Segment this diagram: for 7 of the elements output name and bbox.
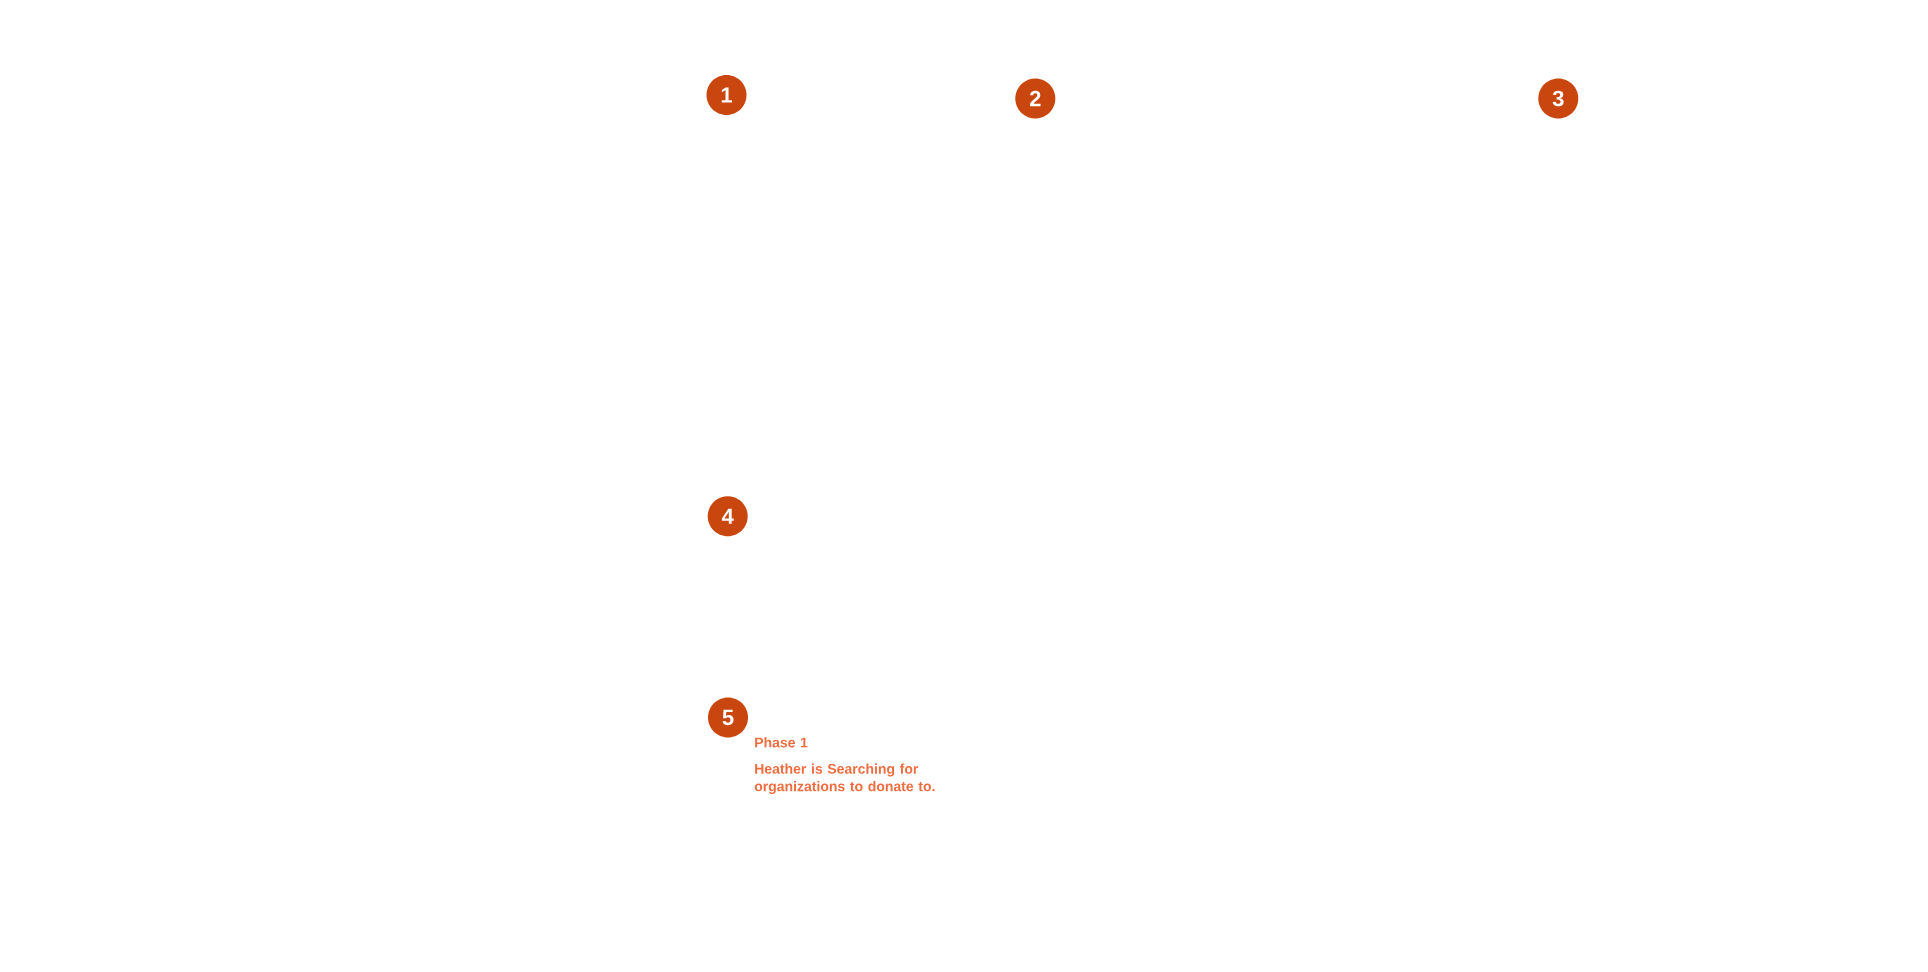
number-badge: 1 (706, 75, 747, 115)
number-badge: 5 (708, 697, 748, 738)
phase-title: Phase 1 (755, 737, 808, 748)
number-badge: 3 (1538, 78, 1579, 119)
number-badge: 2 (1015, 78, 1056, 119)
phase-description: Heather is Searching for organizations to donate to. (754, 763, 935, 795)
number-badge: 4 (707, 496, 748, 537)
